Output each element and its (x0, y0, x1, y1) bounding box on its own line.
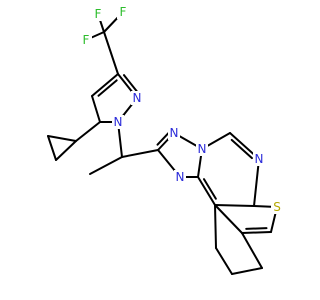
nitrogen-label: N (114, 115, 123, 129)
bond-cp2-cp1 (215, 247, 233, 275)
bond-cpA-cpB (47, 135, 77, 142)
atom-label-N_tr1: N (168, 126, 180, 140)
bond-cpC-cpA (55, 140, 77, 161)
double-bond-Ntr1-Ctr (156, 131, 170, 146)
nitrogen-label: N (255, 152, 264, 166)
bond-CH-Ctr (121, 149, 159, 158)
fluorine-label: F (95, 7, 102, 21)
atom-label-N_pz1: N (112, 115, 124, 129)
bond-C5-C4 (91, 95, 101, 123)
atom-label-N_tr3: N (174, 170, 186, 184)
atom-label-N_pz2: N (131, 91, 143, 105)
bond-cp1-C_3a (214, 204, 217, 249)
fluorine-label: F (120, 5, 127, 19)
bond-Npm-C_7a (253, 158, 260, 207)
bond-lines (47, 11, 278, 275)
double-bond-C_3a-Cfus (202, 178, 217, 200)
bond-C4-C3 (91, 73, 119, 97)
nitrogen-label: N (198, 142, 207, 156)
fluorine-label: F (83, 33, 90, 47)
nitrogen-label: N (170, 126, 179, 140)
atom-label-S1: S (271, 200, 283, 214)
atom-label-N_tr2: N (196, 142, 208, 156)
nitrogen-label: N (133, 91, 142, 105)
atom-label-F1: F (92, 7, 104, 21)
bond-cpB-cpC (47, 135, 57, 161)
bond-C_3a-Cfus (197, 176, 216, 206)
atom-label-N_pm: N (253, 152, 265, 166)
atom-label-F3: F (117, 5, 129, 19)
double-bond-Cpm-Npm (230, 138, 253, 160)
sulfur-label: S (273, 200, 281, 214)
bond-C_th3-cp3 (241, 232, 263, 269)
atom-label-F2: F (80, 33, 92, 47)
bond-C_th3-C_3a (214, 204, 243, 234)
double-bond-C_th2-C_th3 (245, 227, 268, 230)
nitrogen-label: N (176, 170, 185, 184)
bond-C_th2-C_th3 (241, 231, 272, 234)
atom-labels: F F F N N N N N (80, 5, 283, 214)
double-bond-C4-C3 (97, 79, 118, 97)
bond-C5-cpA (75, 121, 101, 142)
bond-CF3-C3 (103, 31, 119, 75)
double-bond-Npz2-C3 (122, 74, 139, 93)
molecule-structure: F F F N N N N N (47, 5, 283, 275)
bond-C_3a-C_7a (214, 204, 255, 207)
bond-CH-Me (89, 156, 123, 175)
bond-cp3-cp2 (231, 267, 263, 275)
